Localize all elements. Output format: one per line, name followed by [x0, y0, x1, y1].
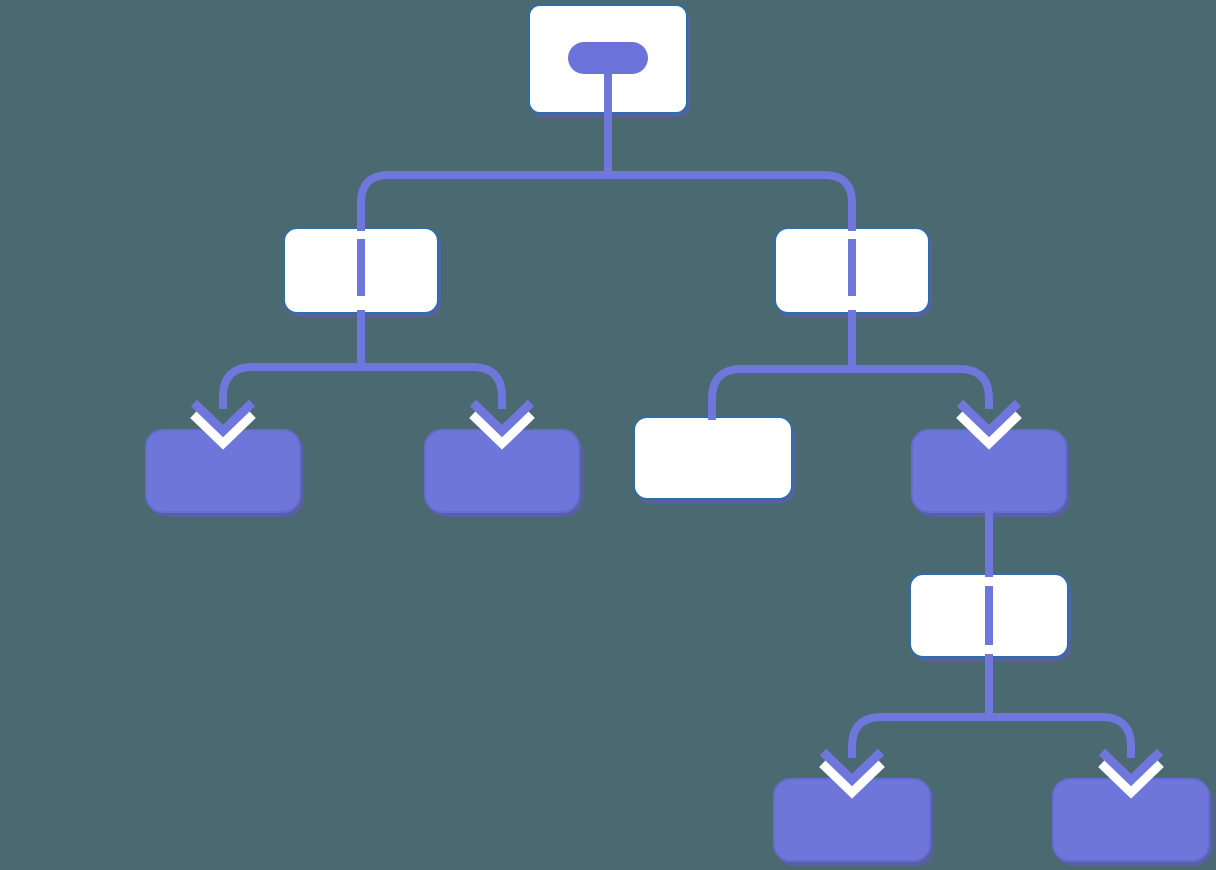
arrowhead-icon [956, 399, 1022, 438]
arrowhead-icon [190, 399, 256, 438]
node-root[interactable] [528, 4, 688, 114]
arrowhead-icon [819, 748, 885, 787]
node-branch-right[interactable] [774, 227, 930, 314]
connector-bottom-split [848, 713, 1135, 758]
node-leaf-bottom-1[interactable] [773, 778, 931, 862]
arrowhead-icon [1098, 748, 1164, 787]
root-pill-icon [568, 42, 648, 74]
node-leaf-right-purple[interactable] [911, 429, 1067, 513]
connector-left-split [219, 363, 506, 409]
node-leaf-right-white[interactable] [633, 416, 793, 500]
connector-level1-split [357, 171, 856, 231]
node-leaf-bottom-2[interactable] [1052, 778, 1210, 862]
node-leaf-left-2[interactable] [424, 429, 580, 513]
connector-right-split [708, 365, 993, 420]
node-branch-left[interactable] [283, 227, 439, 314]
node-leaf-left-1[interactable] [145, 429, 301, 513]
arrowhead-icon [469, 399, 535, 438]
node-sub-branch[interactable] [909, 573, 1069, 658]
